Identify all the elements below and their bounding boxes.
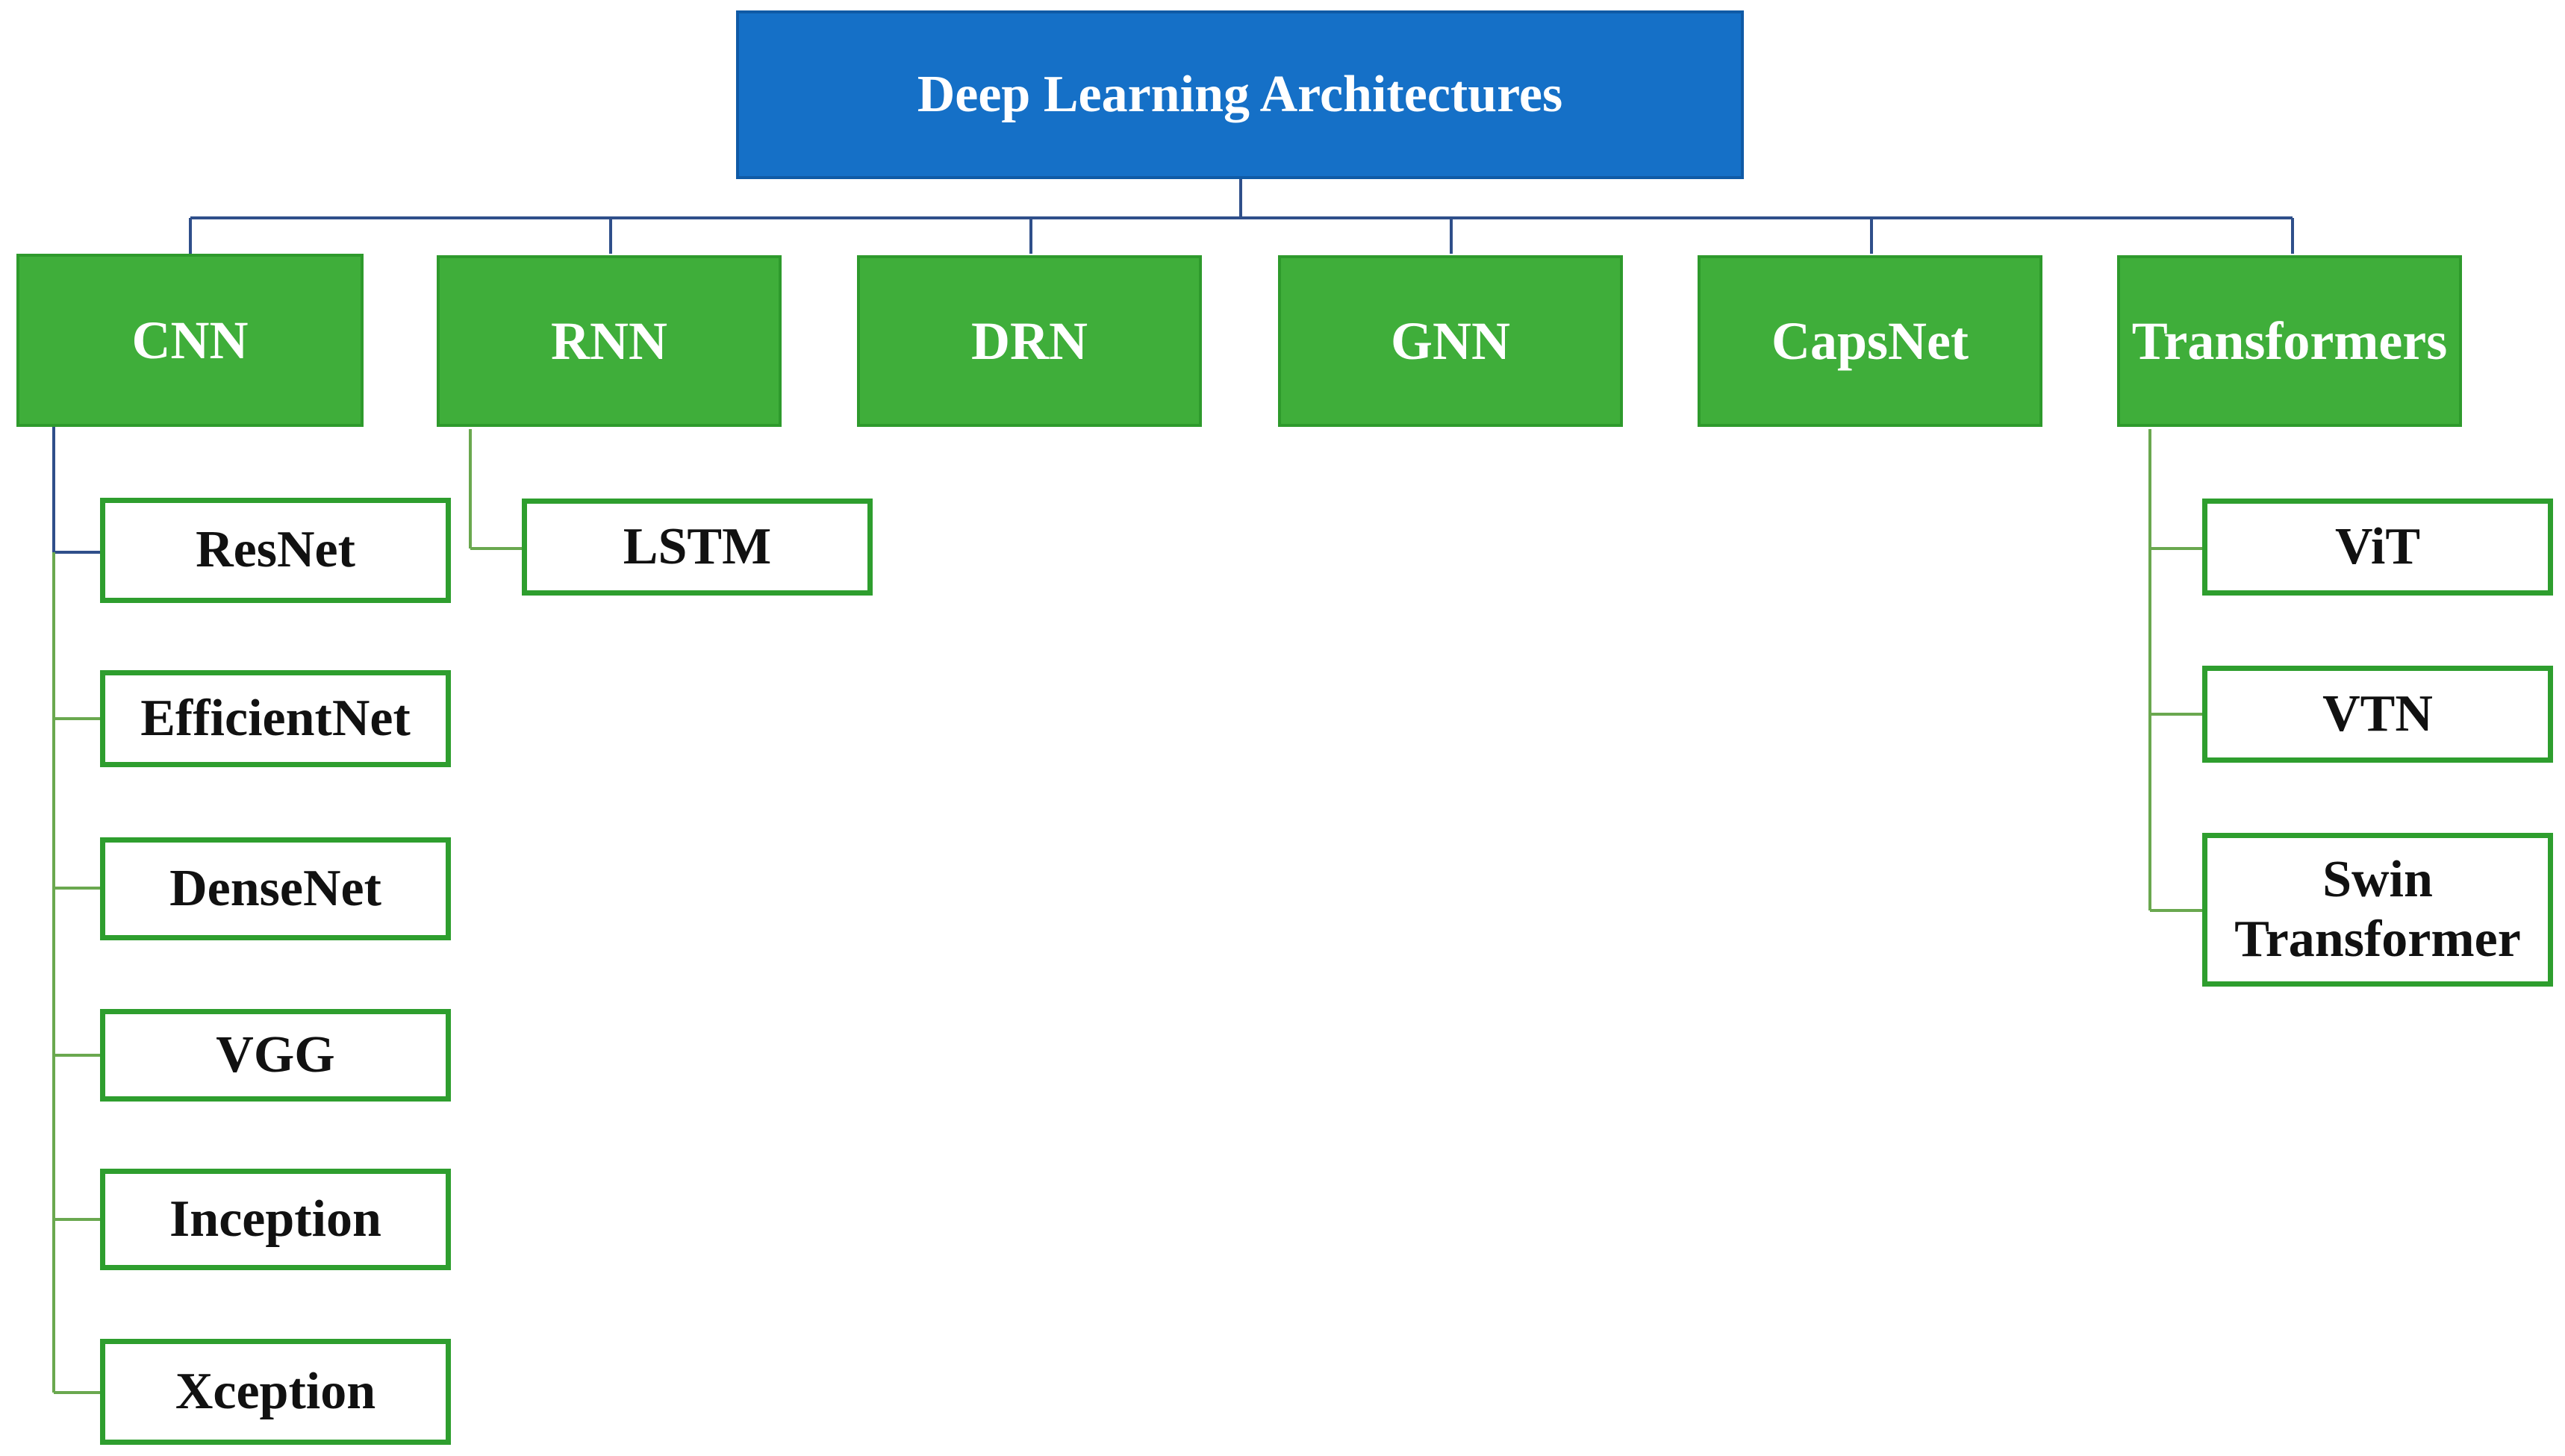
- category-label: DRN: [971, 310, 1088, 371]
- category-label: CNN: [131, 310, 249, 370]
- category-label: GNN: [1391, 310, 1510, 371]
- leaf-label: ViT: [2334, 517, 2421, 575]
- leaf-label: LSTM: [623, 517, 772, 575]
- leaf-label: Swin Transformer: [2234, 850, 2521, 969]
- root-node: Deep Learning Architectures: [736, 10, 1744, 179]
- root-title: Deep Learning Architectures: [917, 65, 1563, 123]
- leaf-label: EfficientNet: [140, 689, 411, 747]
- leaf-label: DenseNet: [169, 859, 381, 917]
- category-gnn: GNN: [1278, 255, 1623, 427]
- leaf-label: Xception: [175, 1362, 376, 1420]
- leaf-label: VGG: [216, 1025, 335, 1084]
- category-rnn: RNN: [437, 255, 782, 427]
- leaf-inception: Inception: [100, 1169, 451, 1270]
- leaf-vgg: VGG: [100, 1009, 451, 1102]
- category-label: Transformers: [2131, 310, 2448, 371]
- leaf-efficientnet: EfficientNet: [100, 670, 451, 767]
- category-label: CapsNet: [1771, 310, 1969, 371]
- category-cnn: CNN: [16, 254, 364, 427]
- leaf-vtn: VTN: [2202, 666, 2553, 763]
- leaf-xception: Xception: [100, 1339, 451, 1445]
- category-drn: DRN: [857, 255, 1202, 427]
- leaf-densenet: DenseNet: [100, 837, 451, 940]
- leaf-label: Inception: [169, 1190, 381, 1248]
- leaf-label: ResNet: [196, 521, 355, 579]
- leaf-vit: ViT: [2202, 499, 2553, 596]
- category-label: RNN: [551, 310, 667, 371]
- leaf-resnet: ResNet: [100, 498, 451, 603]
- category-transformers: Transformers: [2117, 255, 2462, 427]
- leaf-label: VTN: [2322, 684, 2433, 743]
- leaf-swin-transformer: Swin Transformer: [2202, 833, 2553, 987]
- leaf-lstm: LSTM: [522, 499, 873, 596]
- category-capsnet: CapsNet: [1698, 255, 2042, 427]
